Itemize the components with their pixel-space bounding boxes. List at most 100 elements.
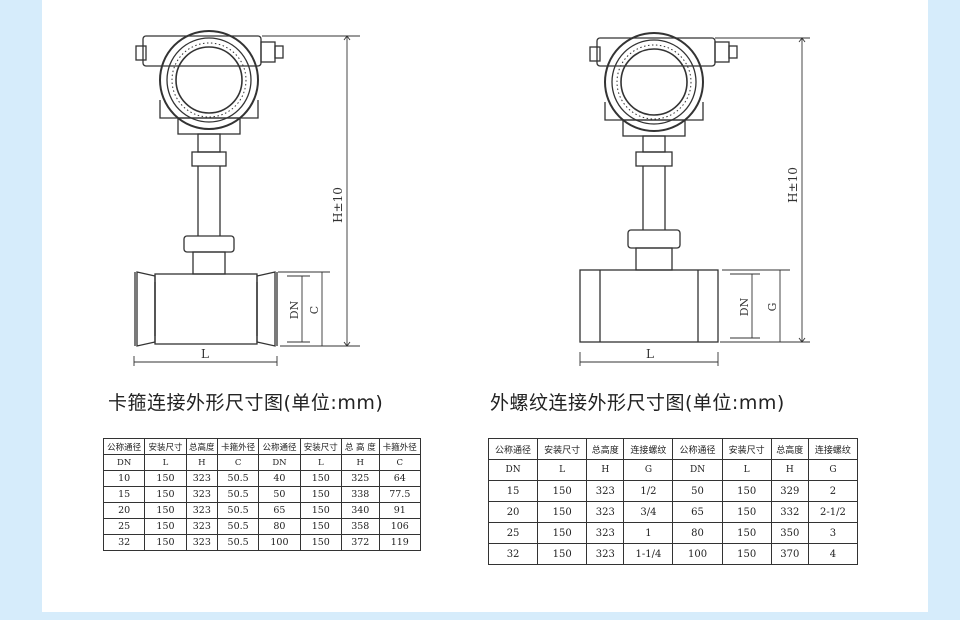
table-cell: 20 [487,501,539,523]
table-header-row: 公称通径 安装尺寸 总高度 卡箍外径 公称通径 安装尺寸 总 高 度 卡箍外径 [102,438,422,455]
clamp-drawing-caption: 卡箍连接外形尺寸图(单位:mm) [108,392,384,414]
right-dim-h-label: H±10 [786,167,800,203]
header-cell: 总 高 度 [340,438,380,455]
table-cell: 358 [340,518,380,535]
clamp-flowmeter-drawing [133,30,360,366]
header-cell: 公称通径 [258,438,301,455]
table-row: 15 150 323 1/2 50 150 329 2 [487,480,859,502]
table-cell: 150 [299,518,342,535]
table-cell: 3 [807,522,859,544]
table-cell: 150 [299,534,342,551]
left-dim-dn-label: DN [288,300,301,319]
table-cell: 25 [487,522,539,544]
table-cell: 2-1/2 [807,501,859,523]
table-cell: 150 [144,518,187,535]
table-cell: 323 [586,501,625,523]
table-cell: 1-1/4 [623,543,674,565]
table-cell: 100 [672,543,723,565]
table-cell: 323 [586,480,625,502]
thread-dimension-table: 公称通径 安装尺寸 总高度 连接螺纹 公称通径 安装尺寸 总高度 连接螺纹 DN… [487,438,859,565]
symbol-cell: G [623,459,674,481]
table-cell: 32 [102,534,146,551]
table-cell: 1/2 [623,480,674,502]
table-cell: 106 [378,518,422,535]
left-dim-h-label: H±10 [331,187,345,223]
symbol-cell: L [299,454,342,471]
table-cell: 150 [537,543,588,565]
table-cell: 340 [340,502,380,519]
table-cell: 150 [537,522,588,544]
table-cell: 323 [586,543,625,565]
symbol-cell: H [586,459,625,481]
table-row: 32 150 323 1-1/4 100 150 370 4 [487,543,859,565]
table-row: 25 150 323 1 80 150 350 3 [487,522,859,544]
dimension-drawings: H±10 DN C L H±10 DN G L [133,30,810,366]
table-cell: 25 [102,518,146,535]
header-cell: 总高度 [770,438,809,460]
header-cell: 总高度 [185,438,218,455]
header-cell: 总高度 [586,438,625,460]
table-cell: 65 [672,501,723,523]
header-cell: 卡箍外径 [216,438,260,455]
left-dim-c-label: C [308,306,321,314]
table-cell: 65 [258,502,301,519]
header-cell: 公称通径 [487,438,539,460]
header-cell: 连接螺纹 [623,438,674,460]
table-row: 20 150 323 50.5 65 150 340 91 [102,502,422,519]
table-cell: 50.5 [216,534,260,551]
table-cell: 1 [623,522,674,544]
table-cell: 372 [340,534,380,551]
header-cell: 安装尺寸 [299,438,342,455]
symbol-cell: H [770,459,809,481]
thread-flowmeter-drawing [579,32,810,366]
table-cell: 50.5 [216,486,260,503]
table-header-row: 公称通径 安装尺寸 总高度 连接螺纹 公称通径 安装尺寸 总高度 连接螺纹 [487,438,859,460]
table-cell: 323 [185,518,218,535]
table-cell: 15 [102,486,146,503]
table-cell: 64 [378,470,422,487]
right-dim-dn-label: DN [738,297,751,316]
symbol-cell: DN [672,459,723,481]
table-cell: 150 [299,486,342,503]
table-cell: 323 [185,502,218,519]
table-cell: 2 [807,480,859,502]
table-cell: 91 [378,502,422,519]
symbol-cell: L [721,459,772,481]
table-cell: 323 [586,522,625,544]
symbol-cell: C [216,454,260,471]
table-cell: 323 [185,470,218,487]
table-cell: 50.5 [216,502,260,519]
header-cell: 公称通径 [102,438,146,455]
table-cell: 119 [378,534,422,551]
table-cell: 370 [770,543,809,565]
table-cell: 332 [770,501,809,523]
header-cell: 连接螺纹 [807,438,859,460]
table-cell: 150 [721,522,772,544]
symbol-cell: DN [258,454,301,471]
table-cell: 150 [144,486,187,503]
symbol-cell: G [807,459,859,481]
symbol-cell: H [340,454,380,471]
table-cell: 323 [185,534,218,551]
table-cell: 150 [299,470,342,487]
clamp-dimension-table: 公称通径 安装尺寸 总高度 卡箍外径 公称通径 安装尺寸 总 高 度 卡箍外径 … [102,438,422,551]
table-cell: 4 [807,543,859,565]
symbol-cell: DN [102,454,146,471]
table-cell: 50.5 [216,470,260,487]
table-row: 10 150 323 50.5 40 150 325 64 [102,470,422,487]
table-cell: 3/4 [623,501,674,523]
table-cell: 325 [340,470,380,487]
table-cell: 80 [258,518,301,535]
table-row: 25 150 323 50.5 80 150 358 106 [102,518,422,535]
table-cell: 323 [185,486,218,503]
table-cell: 150 [721,543,772,565]
table-cell: 15 [487,480,539,502]
table-cell: 150 [721,501,772,523]
thread-drawing-caption: 外螺纹连接外形尺寸图(单位:mm) [490,392,785,414]
table-cell: 150 [144,534,187,551]
table-cell: 329 [770,480,809,502]
header-cell: 安装尺寸 [144,438,187,455]
table-row: 15 150 323 50.5 50 150 338 77.5 [102,486,422,503]
symbol-cell: L [537,459,588,481]
table-cell: 40 [258,470,301,487]
